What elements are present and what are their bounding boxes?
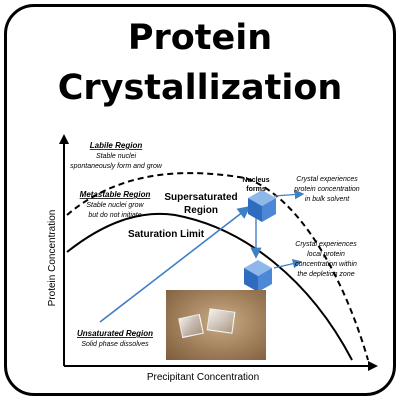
supersaturated-label-1: Supersaturated — [164, 192, 237, 203]
solubility-curve — [66, 212, 353, 361]
y-axis-label: Protein Concentration — [47, 210, 58, 307]
nucleus-label-1: Nucleus — [242, 177, 269, 184]
depletion-crystal-icon — [244, 260, 272, 292]
title-line-1: Protein — [127, 18, 273, 58]
labile-region-title: Labile Region — [90, 141, 143, 150]
crystal-bulk-text-3: in bulk solvent — [305, 196, 350, 203]
crystal-depletion-text-4: the depletion zone — [297, 271, 354, 278]
nucleus-label-2: forms — [246, 186, 266, 193]
saturation-limit-label: Saturation Limit — [128, 229, 205, 240]
crystal-photo — [166, 290, 266, 360]
labile-region-desc-1: Stable nuclei — [96, 153, 137, 160]
unsaturated-region-title: Unsaturated Region — [77, 329, 153, 338]
x-axis-label: Precipitant Concentration — [147, 372, 259, 383]
crystal-bulk-pointer — [273, 189, 305, 200]
nucleation-arrow — [99, 206, 251, 323]
crystal-depletion-pointer — [273, 258, 303, 269]
metastable-region-desc-1: Stable nuclei grow — [86, 202, 144, 209]
crystal-photo-crystal-left — [178, 313, 204, 339]
supersolubility-curve — [66, 172, 369, 361]
crystal-depletion-text-2: local protein — [307, 251, 345, 258]
crystal-depletion-text-1: Crystal experiences — [295, 241, 357, 248]
unsaturated-region-desc: Solid phase dissolves — [81, 341, 149, 348]
title-line-2: Crystallization — [57, 68, 343, 108]
x-axis-arrowhead — [368, 361, 378, 371]
labile-region-desc-2: spontaneously form and grow — [70, 163, 163, 170]
crystal-bulk-text-2: protein concentration — [293, 186, 359, 193]
metastable-region-title: Metastable Region — [80, 190, 151, 199]
crystal-photo-crystal-right — [206, 308, 236, 334]
metastable-region-desc-2: but do not initiate — [88, 212, 141, 219]
supersaturated-label-2: Region — [184, 205, 218, 216]
crystal-bulk-text-1: Crystal experiences — [296, 176, 358, 183]
nucleus-crystal-icon — [248, 190, 276, 222]
y-axis-arrowhead — [59, 134, 69, 144]
crystal-depletion-text-3: concentration within — [295, 261, 357, 268]
